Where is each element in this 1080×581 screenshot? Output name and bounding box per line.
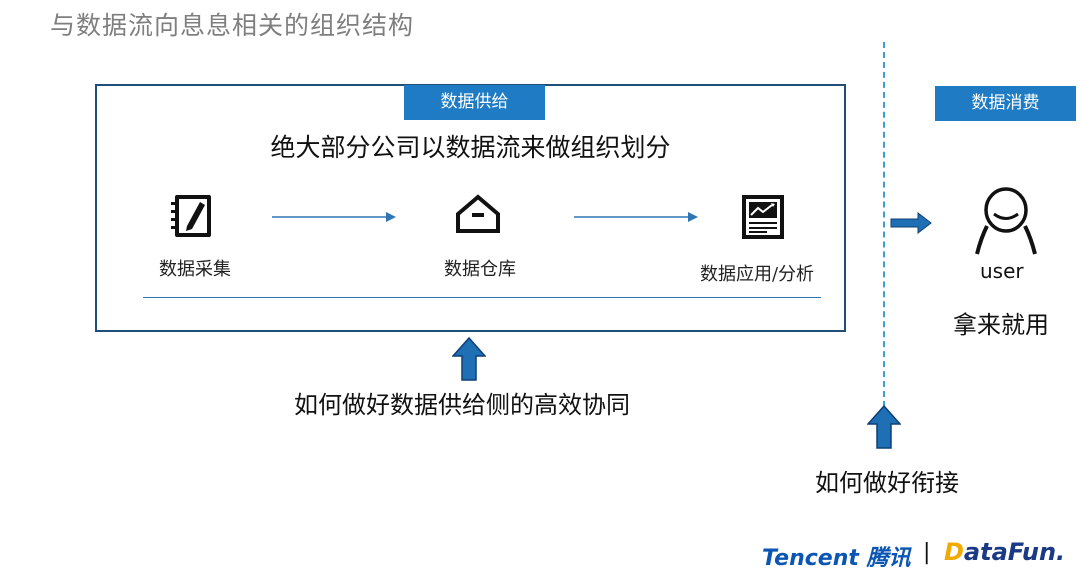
house-icon [456, 194, 500, 233]
user-label: user [980, 259, 1024, 283]
supply-collab-caption: 如何做好数据供给侧的高效协同 [294, 391, 630, 419]
user-icon [975, 187, 1037, 255]
consume-caption: 拿来就用 [953, 311, 1049, 339]
data-consume-tag: 数据消费 [935, 86, 1076, 121]
dashed-separator [883, 42, 885, 407]
stage-label: 数据仓库 [444, 259, 516, 280]
data-supply-tag: 数据供给 [404, 85, 545, 120]
flow-arrow-icon [574, 212, 698, 222]
brand-separator: | [923, 540, 931, 565]
page-title: 与数据流向息息相关的组织结构 [50, 11, 415, 40]
tencent-logo: Tencent 腾讯 [762, 546, 911, 571]
stage-label: 数据应用/分析 [699, 264, 815, 285]
up-arrow-icon [452, 337, 486, 381]
box-divider [143, 297, 821, 298]
analytics-report-icon [742, 195, 784, 239]
notebook-pen-icon [171, 195, 211, 237]
stage-label: 数据采集 [159, 259, 231, 280]
up-arrow-icon [867, 405, 901, 449]
datafun-logo: DataFun. [944, 538, 1065, 566]
flow-arrow-icon [272, 212, 396, 222]
datafun-logo-rest: ataFun. [963, 538, 1066, 566]
right-arrow-icon [890, 212, 932, 234]
datafun-logo-d: D [944, 538, 964, 566]
supply-heading: 绝大部分公司以数据流来做组织划分 [270, 133, 671, 162]
handoff-caption: 如何做好衔接 [815, 469, 959, 497]
